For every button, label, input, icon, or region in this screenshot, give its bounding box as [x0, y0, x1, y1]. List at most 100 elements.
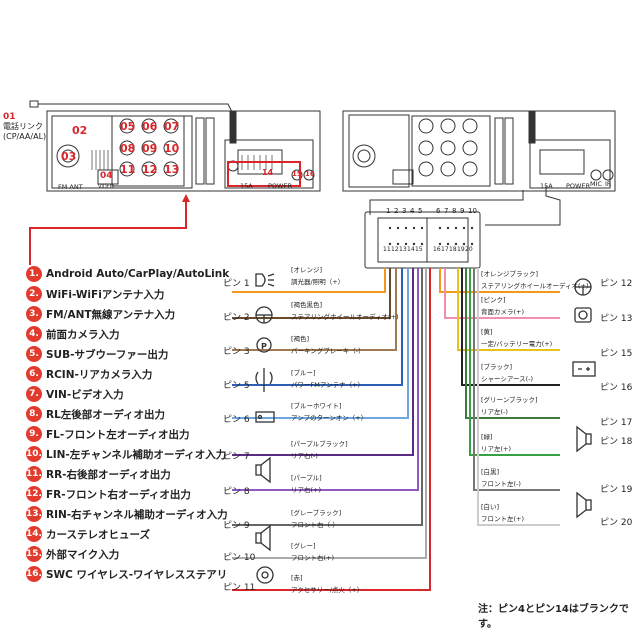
wire-color-label: [オレンジ]: [291, 266, 323, 274]
connector-pin-number: 6: [436, 207, 441, 215]
pin-label: ピン 16: [600, 383, 633, 393]
legend-item: 15. 外部マイク入力: [26, 546, 119, 562]
amplifier-icon: [255, 411, 275, 423]
pin-label: ピン 11: [223, 583, 256, 593]
legend-item: 9.FL-フロント左オーディオ出力: [26, 426, 190, 442]
pin-label: ピン 3: [223, 347, 250, 357]
connector-pin-number: 5: [418, 207, 423, 215]
legend-item: 6.RCIN-リアカメラ入力: [26, 366, 152, 382]
connector-pin-number: 13: [399, 246, 407, 253]
connector-pin-number: 7: [444, 207, 449, 215]
ignition-icon: [256, 566, 274, 584]
legend-text: WiFi-WiFiアンテナ入力: [46, 288, 165, 301]
unit-num-15: 15: [292, 170, 302, 178]
connector-pin-number: 17: [441, 246, 449, 253]
legend-number-badge: 14.: [26, 526, 42, 542]
pin-label: ピン 15: [600, 349, 633, 359]
legend-item: 4.前面カメラ入力: [26, 326, 120, 342]
connector-pin-number: 11: [383, 246, 391, 253]
unit-num-16: 16: [305, 170, 315, 178]
pin-label: ピン 13: [600, 314, 633, 324]
steering-wheel-icon: [255, 306, 273, 324]
fuse-label-right: 15A: [540, 182, 553, 190]
wire-color-label: [グレー]: [291, 542, 316, 550]
pin-label: ピン 12: [600, 279, 633, 289]
video-label: VIDEO: [98, 184, 114, 190]
legend-number-badge: 8.: [26, 406, 42, 422]
wire-color-label: [緑]: [481, 433, 493, 441]
wire-function-label: 一定/バッテリー電力(+): [481, 340, 553, 348]
wire-function-label: フロント左(-): [481, 480, 521, 488]
unit-num-03: 03: [61, 150, 77, 163]
legend-number-badge: 5.: [26, 346, 42, 362]
legend-item: 16. SWC ワイヤレス-ワイヤレスステアリ: [26, 566, 227, 582]
wire-function-label: リア右(+): [291, 486, 322, 494]
camera-icon: [574, 307, 592, 323]
wires-right: [439, 268, 560, 526]
unit-num-07: 07: [164, 120, 180, 133]
note-blank-pins: 注：ピン4とピン14はブランクです。: [478, 604, 629, 630]
legend-number-badge: 1.: [26, 266, 42, 282]
legend-text: RL左後部オーディオ出力: [46, 408, 166, 421]
pin-label: ピン 18: [600, 437, 633, 447]
wire-color-label: [オレンジブラック]: [481, 270, 539, 278]
wire-function-label: パーキングブレーキ（-）: [291, 347, 365, 355]
legend-number-badge: 2.: [26, 286, 42, 302]
unit-num-14: 14: [262, 168, 274, 177]
legend-number-badge: 15.: [26, 546, 42, 562]
wire-color-label: [黄]: [481, 328, 493, 336]
wire-color-label: [ブルー]: [291, 369, 316, 377]
wire-color-label: [褐色黒色]: [291, 301, 323, 309]
legend-item: 3.FM/ANT無線アンテナ入力: [26, 306, 175, 322]
icons-left: P: [255, 273, 275, 584]
power-label-right: POWER: [566, 182, 591, 190]
wire-color-label: [パープル]: [291, 474, 322, 482]
legend-number-badge: 16.: [26, 566, 42, 582]
speaker-icon-rear-right: [255, 456, 271, 484]
legend-item: 2. WiFi-WiFiアンテナ入力: [26, 286, 164, 302]
pin-label: ピン 2: [223, 313, 250, 323]
connector-pin-number: 18: [449, 246, 457, 253]
speaker-icon-front-left: [576, 491, 592, 519]
legend-item: 10.LIN-左チャンネル補助オーディオ入力: [26, 446, 226, 462]
connector-pin-number: 9: [460, 207, 465, 215]
pin-label: ピン 7: [223, 452, 250, 462]
unit-num-08: 08: [120, 142, 136, 155]
wire-color-label: [白い]: [481, 503, 500, 511]
pin-label: ピン 9: [223, 521, 250, 531]
connector-pin-number: 1: [386, 207, 391, 215]
unit-num-09: 09: [142, 142, 158, 155]
legend-item: 13.RIN-右チャンネル補助オーディオ入力: [26, 506, 228, 522]
pin-label: ピン 19: [600, 485, 633, 495]
wire-function-label: アクセサリー/点火（+）: [291, 586, 364, 594]
connector-pin-number: 3: [402, 207, 407, 215]
wire-function-label: 背面カメラ(+): [481, 308, 525, 316]
legend-number-badge: 3.: [26, 306, 42, 322]
light-icon: [255, 273, 275, 287]
fuse-label: 15A: [240, 182, 253, 190]
wire-color-label: [白黒]: [481, 468, 500, 476]
legend-number-badge: 7.: [26, 386, 42, 402]
wire-function-label: シャーシアース(-): [481, 375, 534, 383]
legend-text: カーステレオヒューズ: [46, 528, 150, 541]
phone-link-number: 01: [3, 112, 16, 122]
wire-function-label: ステアリングホイールオーディオ(+): [291, 313, 399, 321]
legend-text: SUB-サブウーファー出力: [46, 348, 169, 361]
connector-pin-number: 4: [410, 207, 415, 215]
wire-color-label: [グレーブラック]: [291, 509, 342, 517]
legend-number-badge: 12.: [26, 486, 42, 502]
wire-function-label: フロント左(+): [481, 515, 525, 523]
wire-function-label: パワーFMアンテナ（+）: [291, 381, 365, 389]
wire-function-label: リア左(+): [481, 445, 512, 453]
legend-number-badge: 9.: [26, 426, 42, 442]
phone-link-title: 電話リンク: [3, 122, 43, 131]
wire-function-label: ステアリングホイールオーディオ(+): [481, 282, 589, 290]
connector-pin-number: 14: [407, 246, 415, 253]
phone-link-cable: [38, 103, 233, 113]
legend-text: Android Auto/CarPlay/AutoLink: [46, 268, 230, 280]
legend-text: VIN-ビデオ入力: [46, 388, 124, 401]
legend-text: 外部マイク入力: [46, 548, 120, 561]
wires-left: [232, 268, 431, 591]
legend-text: SWC ワイヤレス-ワイヤレスステアリ: [46, 568, 228, 581]
